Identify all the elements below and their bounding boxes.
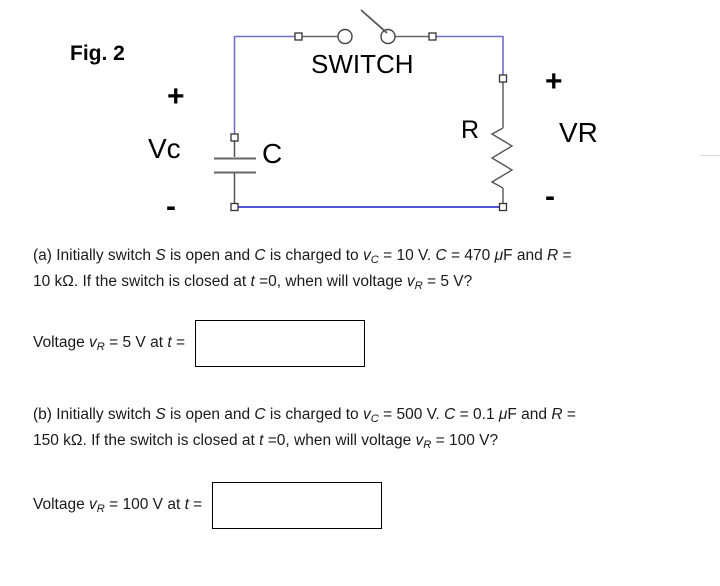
resistor-voltage-label: VR — [559, 117, 598, 148]
answer-a-label: Voltage vR = 5 V at t = — [33, 333, 185, 354]
selection-handles[interactable] — [230, 32, 508, 212]
circuit-figure: Fig. 2 SWITCH + Vc - C R + VR - — [0, 0, 720, 228]
capacitor-minus-sign: - — [166, 190, 176, 223]
switch-label: SWITCH — [311, 49, 414, 79]
answer-input-b[interactable] — [212, 482, 383, 529]
capacitor-symbol[interactable] — [214, 138, 256, 207]
capacitor-voltage-label: Vc — [148, 133, 181, 164]
circuit-schematic-svg — [214, 9, 514, 212]
resistor-label: R — [461, 116, 480, 144]
question-b-marker: (b) — [33, 406, 57, 423]
capacitor-label: C — [262, 138, 283, 169]
wire-group — [233, 35, 504, 208]
question-a-marker: (a) — [33, 247, 57, 264]
question-b-text: (b) Initially switch S is open and C is … — [33, 404, 713, 456]
switch-symbol[interactable] — [299, 9, 433, 45]
answer-row-b: Voltage vR = 100 V at t = — [33, 482, 383, 529]
answer-row-a: Voltage vR = 5 V at t = — [33, 320, 365, 367]
resistor-minus-sign: - — [545, 180, 555, 213]
resistor-symbol[interactable] — [490, 80, 514, 207]
question-a-text: (a) Initially switch S is open and C is … — [33, 245, 713, 297]
capacitor-plus-sign: + — [167, 80, 185, 113]
figure-caption: Fig. 2 — [70, 42, 125, 65]
question-b-line1: Initially switch S is open and C is char… — [56, 406, 576, 426]
question-b-line2: 150 kΩ. If the switch is closed at t =0,… — [33, 432, 499, 452]
answer-input-a[interactable] — [195, 320, 365, 367]
resistor-plus-sign: + — [545, 65, 563, 98]
question-a-line2: 10 kΩ. If the switch is closed at t =0, … — [33, 273, 473, 293]
answer-b-label: Voltage vR = 100 V at t = — [33, 495, 203, 516]
question-a-line1: Initially switch S is open and C is char… — [56, 247, 572, 267]
